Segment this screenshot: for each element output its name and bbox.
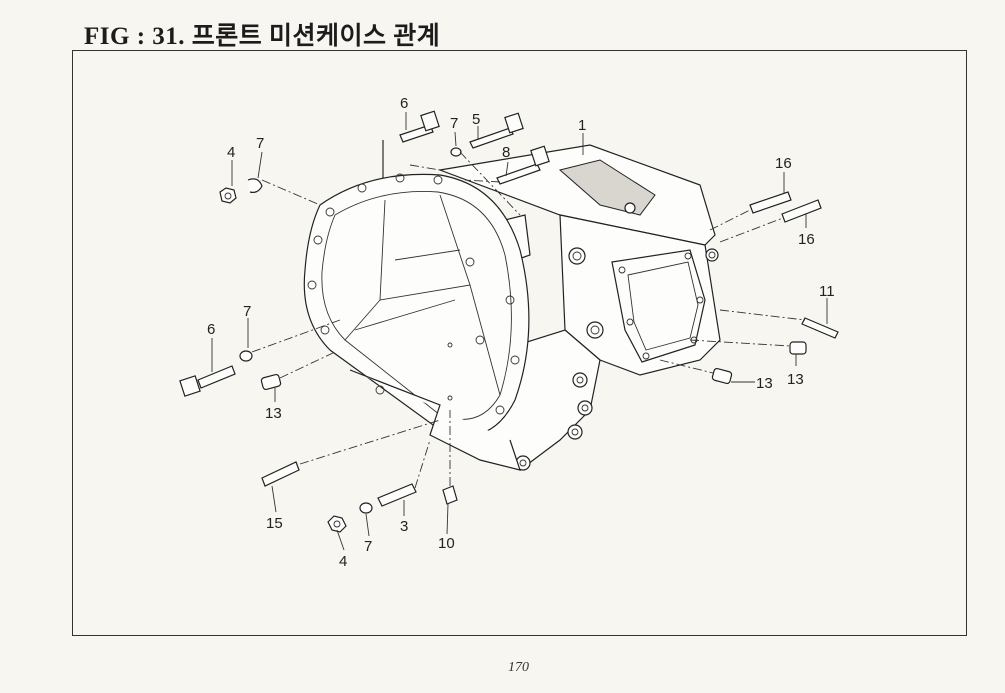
callout-8: 8 (502, 144, 510, 161)
callout-13-right: 13 (787, 371, 804, 388)
plug-10 (442, 485, 458, 505)
callout-7-a: 7 (256, 135, 264, 152)
callout-10: 10 (438, 535, 455, 552)
washer-7-top (450, 147, 462, 157)
callout-16-lower: 16 (798, 231, 815, 248)
stud-16-b (781, 199, 822, 223)
front-transmission-case (303, 144, 721, 471)
callout-3: 3 (400, 518, 408, 535)
page-number: 170 (508, 660, 529, 675)
stud-16-a (749, 191, 792, 214)
washer-7-left (239, 350, 253, 362)
callout-4-upper: 4 (227, 144, 235, 161)
bolt-8 (496, 145, 550, 185)
callout-6-top: 6 (400, 95, 408, 112)
callout-13-left: 13 (265, 405, 282, 422)
callout-16-upper: 16 (775, 155, 792, 172)
callout-labels: 1 3 4 4 5 6 6 7 7 7 7 8 10 11 13 13 13 1… (207, 95, 835, 570)
callout-11: 11 (819, 283, 835, 300)
pin-13-middle (711, 367, 733, 385)
figure-title: FIG : 31. 프론트 미션케이스 관계 (84, 23, 441, 50)
leader-lines (211, 112, 828, 551)
callout-1: 1 (578, 117, 586, 134)
bolt-3 (377, 483, 417, 507)
nut-4-lower (327, 515, 347, 533)
callout-4-lower: 4 (339, 553, 347, 570)
callout-15: 15 (266, 515, 283, 532)
callout-7-b: 7 (450, 115, 458, 132)
bolt-6-left (179, 365, 236, 397)
callout-5: 5 (472, 111, 480, 128)
callout-7-d: 7 (364, 538, 372, 555)
callout-7-c: 7 (243, 303, 251, 320)
bolt-6-top (382, 110, 440, 178)
pin-13-left (260, 373, 282, 391)
pin-13-right (789, 341, 807, 355)
stud-11 (801, 317, 839, 339)
washer-7-lower (359, 502, 373, 514)
diagram-frame (72, 50, 967, 636)
stud-15 (261, 461, 300, 487)
nut-4-upper (219, 187, 237, 204)
callout-13-middle: 13 (756, 375, 773, 392)
callout-6-left: 6 (207, 321, 215, 338)
washer-7-upper (247, 178, 263, 193)
bolt-5 (469, 112, 524, 149)
